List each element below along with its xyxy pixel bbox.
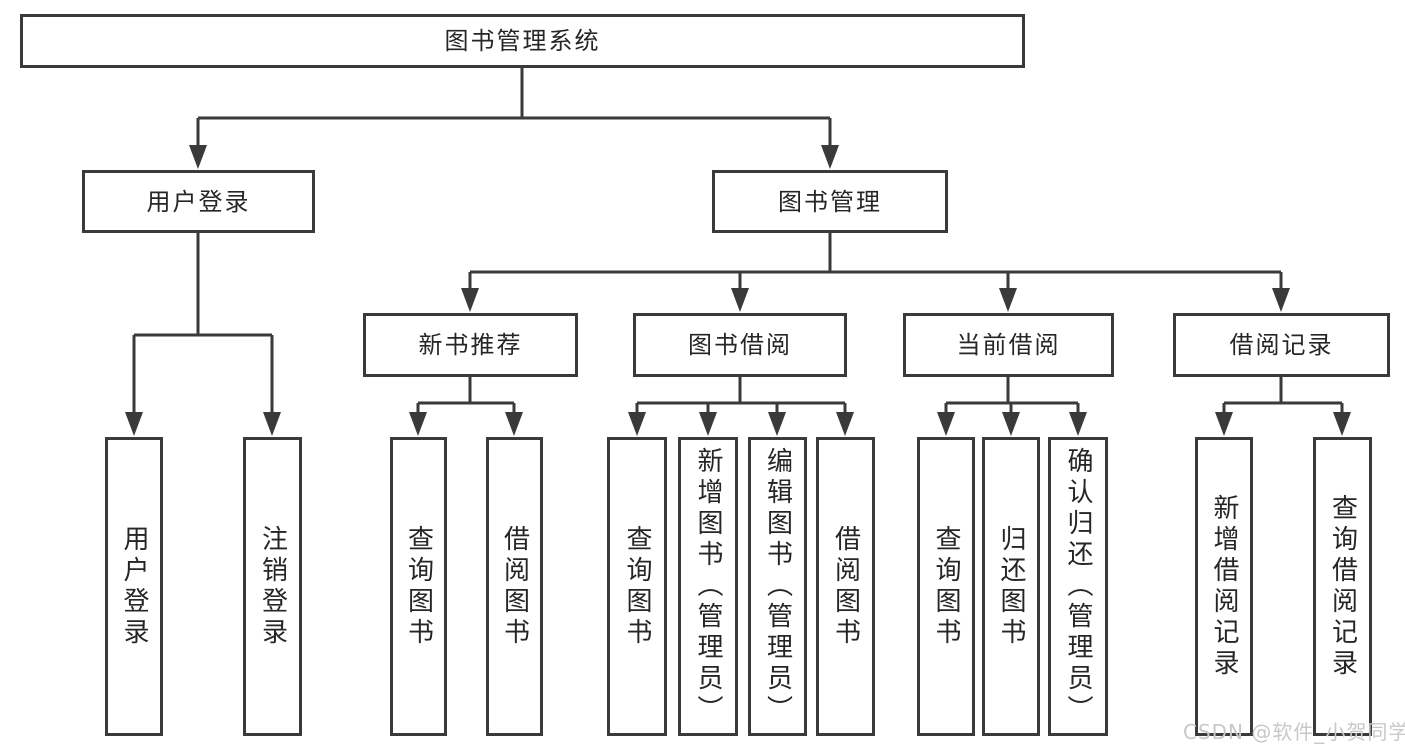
node-library-management-system: 图书管理系统 [20, 14, 1025, 68]
node-label: 确认归还（管理员） [1063, 447, 1093, 726]
leaf-edit-books-admin: 编辑图书（管理员） [748, 437, 807, 736]
leaf-query-books-recommend: 查询图书 [390, 437, 447, 736]
connector-new-book-recommend-branch [409, 377, 523, 436]
node-label: 新增借阅记录 [1209, 493, 1239, 680]
node-label: 查询借阅记录 [1327, 493, 1358, 680]
node-label: 查询图书 [622, 524, 652, 649]
node-label: 新增图书（管理员） [693, 447, 723, 726]
node-label: 用户登录 [146, 187, 251, 216]
leaf-confirm-return-admin: 确认归还（管理员） [1048, 437, 1108, 736]
leaf-borrow-books: 借阅图书 [816, 437, 875, 736]
node-label: 图书借阅 [688, 331, 792, 359]
node-label: 借阅图书 [499, 524, 530, 649]
node-user-login: 用户登录 [82, 170, 315, 233]
leaf-query-borrow-record: 查询借阅记录 [1313, 437, 1372, 736]
connector-root-to-level2 [189, 68, 839, 169]
leaf-user-login: 用户登录 [105, 437, 163, 736]
node-label: 新书推荐 [418, 331, 523, 359]
node-label: 借阅图书 [830, 524, 861, 649]
leaf-add-borrow-record: 新增借阅记录 [1195, 437, 1253, 736]
leaf-logout: 注销登录 [243, 437, 302, 736]
node-label: 当前借阅 [956, 331, 1061, 359]
leaf-return-books: 归还图书 [982, 437, 1040, 736]
node-label: 查询图书 [403, 524, 434, 649]
node-borrow-records: 借阅记录 [1173, 313, 1390, 377]
leaf-add-books-admin: 新增图书（管理员） [678, 437, 738, 736]
node-book-management: 图书管理 [712, 170, 948, 233]
node-label: 图书管理系统 [444, 27, 601, 55]
node-label: 注销登录 [257, 524, 288, 649]
node-current-borrow: 当前借阅 [903, 313, 1114, 377]
leaf-borrow-books-recommend: 借阅图书 [486, 437, 543, 736]
node-label: 用户登录 [119, 524, 149, 649]
leaf-query-books-current: 查询图书 [917, 437, 975, 736]
node-new-book-recommend: 新书推荐 [363, 313, 578, 377]
connector-user-login-branch [125, 233, 281, 436]
connector-book-borrow-branch [628, 377, 854, 436]
connector-borrow-records-branch [1215, 377, 1351, 436]
node-label: 编辑图书（管理员） [762, 447, 793, 726]
node-label: 图书管理 [778, 187, 882, 216]
node-label: 借阅记录 [1229, 331, 1334, 359]
leaf-query-books-borrow: 查询图书 [607, 437, 667, 736]
connector-current-borrow-branch [937, 377, 1087, 436]
node-label: 归还图书 [996, 524, 1026, 649]
watermark-text: CSDN @软件_小贺同学 [1183, 720, 1405, 744]
connector-book-management-branch [461, 233, 1290, 312]
node-book-borrow: 图书借阅 [633, 313, 847, 377]
node-label: 查询图书 [931, 524, 961, 649]
